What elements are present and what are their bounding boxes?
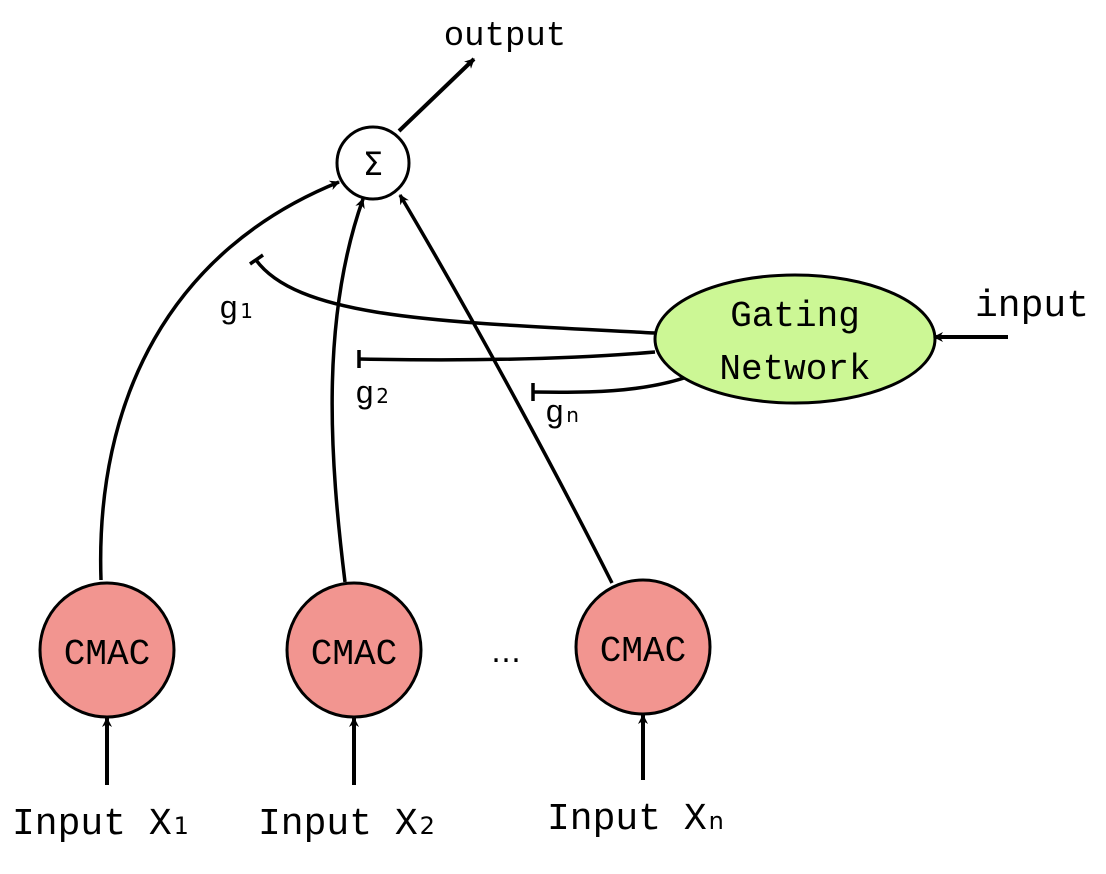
cmac-module-2: CMAC <box>285 581 423 719</box>
cmac-label-2: CMAC <box>311 634 397 675</box>
input-label-n: Input Xn <box>547 798 724 841</box>
cmac-module-n: CMAC <box>574 578 712 716</box>
input-label-2: Input X2 <box>258 803 435 846</box>
output-arrow <box>397 57 476 133</box>
gate-line-n <box>532 376 685 395</box>
input-label-1: Input X1 <box>12 803 189 846</box>
gate-line-2 <box>358 350 656 362</box>
modules-ellipsis: … <box>491 635 521 670</box>
gate-bar-1 <box>249 253 264 266</box>
output-label: output <box>444 18 566 56</box>
sum-symbol: Σ <box>363 145 383 183</box>
cmac-label-n: CMAC <box>600 631 686 672</box>
gating-network-line2: Network <box>719 349 870 390</box>
gate-line-1 <box>254 258 656 335</box>
gating-input-label: input <box>975 285 1089 328</box>
cmac-n-to-sum-arrow <box>398 194 614 584</box>
sum-node: Σ <box>335 125 411 201</box>
cmac-label-1: CMAC <box>64 634 150 675</box>
cmac-module-1: CMAC <box>38 581 176 719</box>
cmac-2-to-sum-arrow <box>330 198 365 583</box>
gating-network-line1: Gating <box>730 296 860 337</box>
cmac-1-to-sum-arrow <box>98 180 340 581</box>
gating-network: Gating Network <box>653 273 937 405</box>
